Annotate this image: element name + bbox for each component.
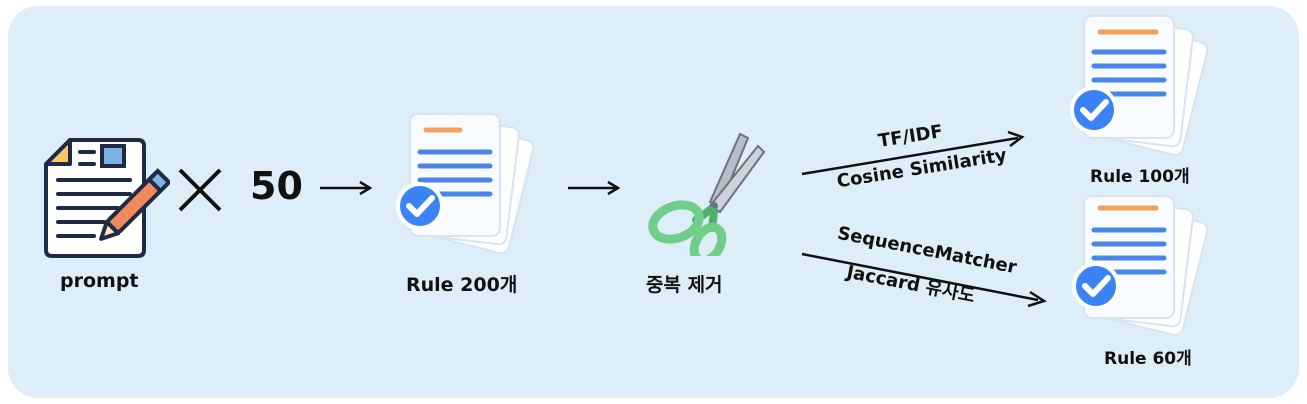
dedup-label: 중복 제거 [646, 274, 723, 296]
branch1-result-label: Rule 100개 [1090, 167, 1190, 187]
rules-label: Rule 200개 [406, 274, 518, 296]
rule-stack-icon [396, 113, 535, 255]
arrow-icon [568, 180, 621, 196]
scissors-icon [648, 132, 766, 256]
rule-stack-icon [1072, 195, 1209, 337]
arrow-icon [320, 180, 373, 196]
prompt-label: prompt [60, 270, 139, 292]
branch2-result-label: Rule 60개 [1104, 349, 1192, 369]
document-pen-icon [44, 138, 170, 258]
branch-arrows [801, 130, 1047, 308]
rule-stack-icon [1070, 15, 1209, 157]
multiplier-value: 50 [250, 164, 303, 208]
multiply-icon [178, 168, 222, 212]
